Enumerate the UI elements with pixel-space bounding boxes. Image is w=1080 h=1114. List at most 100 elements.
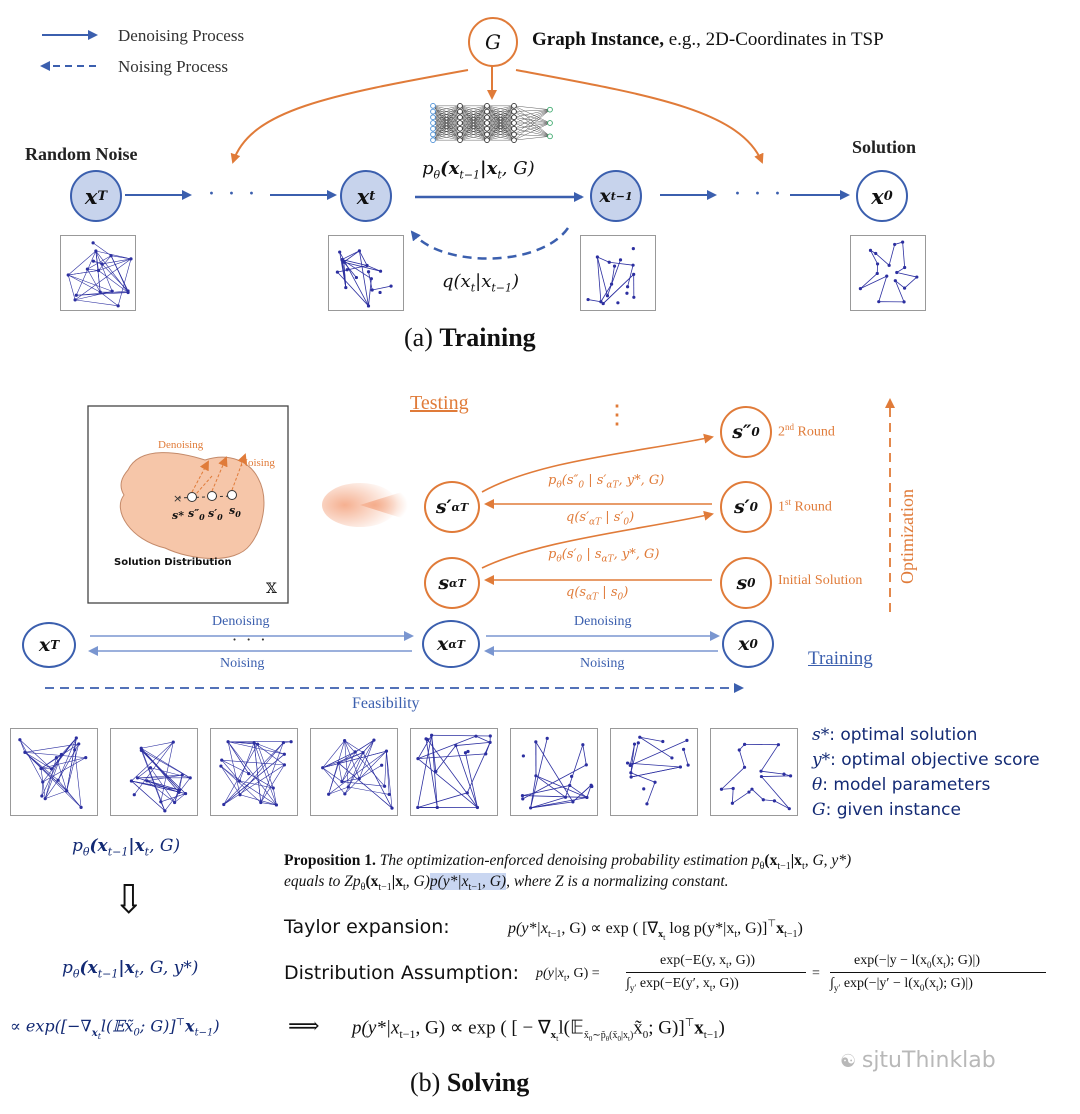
tsp-node — [282, 763, 286, 767]
nn-edge — [486, 105, 515, 141]
tsp-node — [416, 805, 420, 810]
tsp-edge — [609, 261, 634, 266]
tsp-edge — [131, 780, 186, 794]
nn-edge — [459, 105, 488, 118]
tsp-node — [629, 775, 633, 779]
tsp-edge — [338, 763, 343, 782]
tsp-edge — [417, 735, 432, 759]
tsp-edge — [223, 764, 285, 805]
tsp-edge — [322, 750, 387, 769]
tsp-node — [387, 792, 391, 797]
nn-edge — [513, 122, 551, 137]
tsp-edge — [328, 786, 349, 795]
nn-edge — [432, 134, 461, 141]
tsp-edge — [260, 764, 285, 803]
tsp-node — [271, 786, 275, 790]
tsp-edge — [68, 270, 99, 276]
tsp-node — [638, 735, 642, 739]
tsp-edge — [328, 750, 387, 795]
tsp-edge — [875, 253, 890, 266]
tsp-edge — [239, 742, 284, 795]
inset-s0: s0 — [229, 504, 241, 520]
tsp-edge — [721, 767, 745, 790]
tsp-node — [875, 271, 879, 276]
tsp-node — [85, 267, 90, 271]
tsp-edge — [535, 741, 574, 803]
tsp-node — [226, 740, 230, 744]
tsp-node — [237, 779, 242, 783]
tsp-node — [520, 793, 525, 798]
nn-node — [484, 103, 490, 109]
tsp-node — [282, 752, 286, 756]
tsp-edge — [535, 775, 566, 798]
tsp-node — [585, 795, 589, 800]
tsp-edge — [738, 749, 745, 768]
tsp-node — [609, 282, 614, 286]
graph-instance-label: Graph Instance, e.g., 2D-Coordinates in … — [532, 29, 884, 50]
tsp-node — [159, 800, 163, 804]
tsp-edge — [629, 744, 635, 766]
tsp-node — [601, 301, 605, 306]
tsp-node — [132, 793, 136, 797]
optimization-label: Optimization — [897, 489, 917, 584]
tsp-node — [274, 803, 279, 807]
tsp-edge — [44, 780, 59, 799]
tsp-node — [571, 800, 575, 804]
tsp-edge — [68, 274, 113, 292]
tsp-node — [366, 270, 371, 274]
tsp-edge — [221, 759, 249, 774]
tsp-node — [902, 300, 906, 304]
nn-edge — [486, 128, 515, 141]
tsp-node — [135, 776, 140, 780]
testing-label: Testing — [410, 392, 469, 414]
tsp-node — [463, 751, 468, 755]
tsp-edge — [341, 259, 368, 266]
tsp-edge — [223, 742, 284, 805]
tsp-edge — [57, 737, 77, 781]
q-init-label: q(sαT | s0) — [566, 585, 629, 603]
tsp-node — [868, 248, 873, 252]
tsp-edge — [417, 735, 433, 808]
nn-node — [457, 137, 463, 143]
nn-edge — [513, 109, 551, 118]
tsp-edge — [45, 790, 67, 799]
tsp-node — [345, 268, 349, 272]
tsp-node — [632, 295, 636, 299]
inset-point-s0 — [227, 490, 237, 500]
tsp-edge — [386, 751, 393, 809]
nn-node — [457, 103, 463, 109]
nn-edge — [459, 122, 488, 141]
nn-edge — [513, 136, 551, 141]
inset-arrow-2 — [211, 456, 228, 492]
nn-edge — [513, 117, 551, 124]
nn-edge — [513, 111, 551, 124]
tsp-node — [670, 756, 674, 760]
nn-edge — [432, 105, 461, 118]
nn-edge — [486, 105, 515, 118]
tsp-node — [902, 286, 907, 290]
tsp-strip-4 — [310, 728, 398, 816]
tsp-edge — [751, 788, 764, 801]
nn-edge — [513, 105, 551, 137]
tsp-edge — [68, 250, 97, 276]
tsp-edge — [75, 299, 119, 307]
distribution-eq: = — [812, 966, 820, 981]
tsp-node — [875, 262, 880, 266]
tsp-node — [625, 291, 629, 295]
tsp-node — [343, 792, 347, 796]
tsp-edge — [227, 741, 277, 806]
tsp-edge — [343, 261, 357, 278]
tsp-edge — [253, 742, 285, 766]
q-label: q(xt|xt−1) — [442, 271, 520, 295]
nn-node — [484, 131, 490, 138]
tsp-edge — [596, 256, 602, 302]
nn-node — [511, 108, 517, 115]
tsp-edge — [74, 737, 77, 750]
tsp-edge — [44, 754, 62, 799]
definition-y-star: y*: optimal objective score — [812, 750, 1040, 770]
tsp-node — [180, 773, 184, 777]
